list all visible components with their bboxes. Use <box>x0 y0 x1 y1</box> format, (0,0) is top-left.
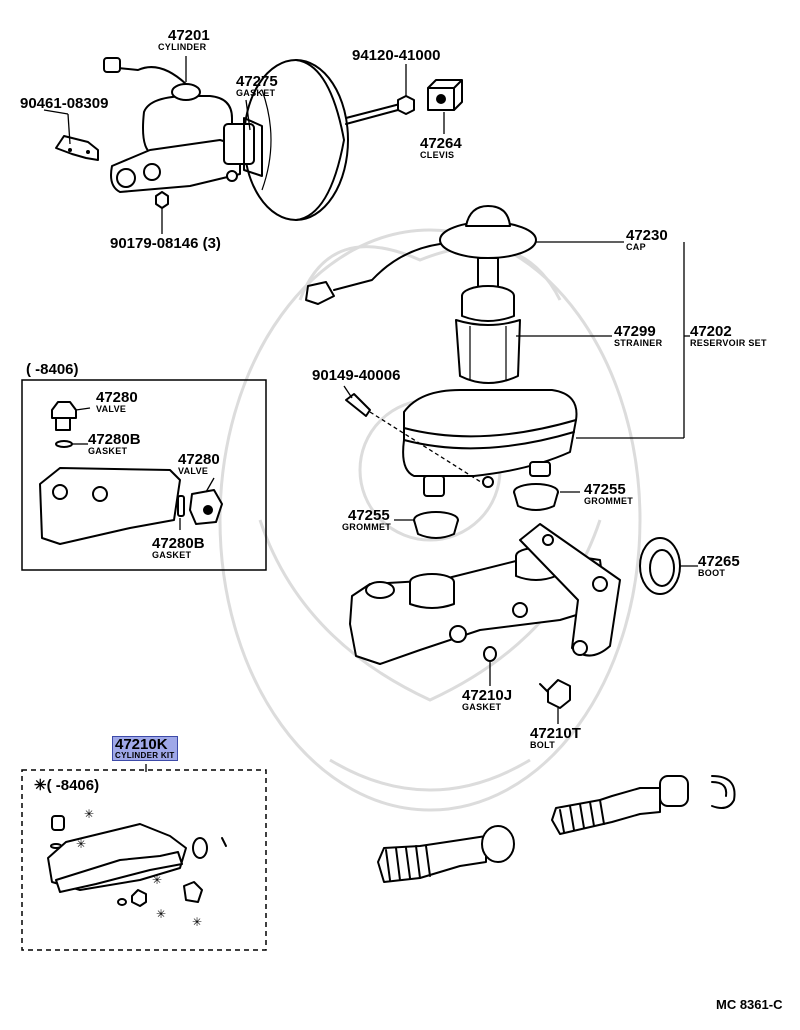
part-name: GASKET <box>152 550 192 560</box>
gasket-47210J <box>483 646 497 662</box>
callout-47255-left: 47255 GROMMET <box>342 508 391 532</box>
kit-marker-2: ✳ <box>76 837 87 851</box>
kit-marker-3: ✳ <box>152 873 163 887</box>
callout-47210J: 47210J GASKET <box>462 688 512 712</box>
master-cylinder-body <box>349 523 621 665</box>
part-name: STRAINER <box>614 338 663 348</box>
part-name: CAP <box>626 242 646 252</box>
callout-94120-41000: 94120-41000 <box>352 47 441 64</box>
part-number: 47202 <box>690 323 732 340</box>
callout-47202: 47202 RESERVOIR SET <box>690 324 767 348</box>
kit-marker: ✳ <box>34 777 47 794</box>
part-name: GROMMET <box>584 496 634 506</box>
part-number: 47299 <box>614 323 656 340</box>
screw-90149 <box>345 393 371 417</box>
bolt-47210T <box>539 679 571 709</box>
part-name: GASKET <box>88 446 128 456</box>
grommet-left <box>413 511 459 539</box>
callout-47275: 47275 GASKET <box>236 74 278 98</box>
part-number: 47255 <box>584 481 626 498</box>
reservoir-tank <box>402 389 578 497</box>
reservoir-cap <box>305 205 537 305</box>
cylinder-kit-inset-box <box>21 769 267 951</box>
callout-47230: 47230 CAP <box>626 228 668 252</box>
part-name: RESERVOIR SET <box>690 338 767 348</box>
part-name: GASKET <box>236 88 276 98</box>
callout-47210T: 47210T BOLT <box>530 726 581 750</box>
part-number: 47280B <box>152 535 205 552</box>
part-number: 47264 <box>420 135 462 152</box>
part-number: 47210J <box>462 687 513 704</box>
bracket-90461 <box>55 135 99 161</box>
part-number: 47201 <box>168 27 210 44</box>
clevis-47264 <box>427 79 463 111</box>
callout-47280-top: 47280 VALVE <box>96 390 138 414</box>
callout-47265: 47265 BOOT <box>698 554 740 578</box>
part-name: BOOT <box>698 568 726 578</box>
part-number: 47275 <box>236 73 278 90</box>
part-number: 47255 <box>348 507 390 524</box>
part-number: 47280 <box>178 451 220 468</box>
part-name: GASKET <box>462 702 502 712</box>
boot-47265 <box>639 537 681 595</box>
callout-47280-right: 47280 VALVE <box>178 452 220 476</box>
part-name: CYLINDER KIT <box>115 751 175 760</box>
valves-inset-range: ( -8406) <box>26 361 79 378</box>
diagram-code: MC 8361-C <box>716 997 783 1012</box>
secondary-piston <box>551 775 689 835</box>
part-number: 47280B <box>88 431 141 448</box>
nut-90179 <box>155 191 169 209</box>
part-number: 47265 <box>698 553 740 570</box>
kit-marker-5: ✳ <box>192 915 203 929</box>
part-name: CLEVIS <box>420 150 455 160</box>
callout-47280B-bottom: 47280B GASKET <box>152 536 205 560</box>
callout-47280B-top: 47280B GASKET <box>88 432 141 456</box>
part-name: CYLINDER <box>158 42 207 52</box>
part-number: 47280 <box>96 389 138 406</box>
part-number: 47230 <box>626 227 668 244</box>
callout-47299: 47299 STRAINER <box>614 324 662 348</box>
kit-marker-4: ✳ <box>156 907 167 921</box>
kit-inset-range: ( -8406) <box>46 777 100 794</box>
valves-inset-box <box>21 379 267 571</box>
kit-marker-1: ✳ <box>84 807 95 821</box>
callout-47255-right: 47255 GROMMET <box>584 482 633 506</box>
booster-nut-94120 <box>397 95 415 115</box>
part-name: VALVE <box>96 404 127 414</box>
callout-90179-08146: 90179-08146 (3) <box>110 235 221 252</box>
master-cylinder-top <box>103 57 263 193</box>
part-name: VALVE <box>178 466 209 476</box>
callout-90461-08309: 90461-08309 <box>20 95 109 112</box>
part-name: GROMMET <box>342 522 392 532</box>
callout-90149-40006: 90149-40006 <box>312 367 401 384</box>
brake-booster <box>243 59 401 221</box>
callout-47264: 47264 CLEVIS <box>420 136 462 160</box>
part-number: 47210K <box>115 736 168 753</box>
kit-inset-header: ✳( -8406) <box>34 778 99 793</box>
leader-lines <box>43 56 698 772</box>
part-name: BOLT <box>530 740 556 750</box>
primary-piston <box>377 825 515 883</box>
part-number: 47210T <box>530 725 581 742</box>
callout-47210K-highlight[interactable]: 47210K CYLINDER KIT <box>112 736 178 761</box>
snap-ring <box>711 775 736 809</box>
strainer <box>455 285 521 384</box>
grommet-right <box>513 483 559 511</box>
callout-47201: 47201 CYLINDER <box>158 27 210 52</box>
